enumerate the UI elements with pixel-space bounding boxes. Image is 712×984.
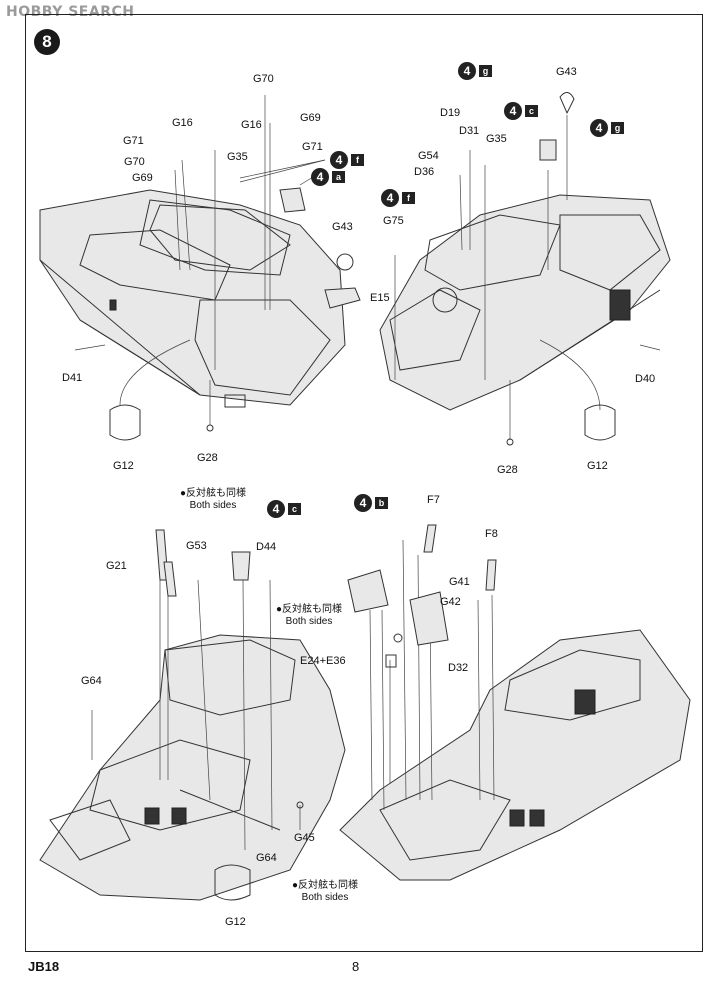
page-border [25,14,703,952]
top-right-superstructure [379,92,671,411]
part-label: G42 [440,596,461,608]
part-label: D41 [62,372,83,384]
part-label: D19 [440,107,461,119]
part-label: D44 [256,541,277,553]
part-label: G71 [302,141,323,153]
part-label: D32 [448,662,469,674]
top-left-superstructure [39,187,361,408]
part-label: D40 [635,373,656,385]
part-label: G71 [123,135,144,147]
part-label: G64 [81,675,102,687]
part-label: E15 [370,292,390,304]
kit-code: JB18 [28,959,60,974]
part-label: G45 [294,832,315,844]
part-label: G12 [587,460,608,472]
part-label: G28 [497,464,518,476]
top-left-screen-g12 [109,404,141,441]
part-label: G41 [449,576,470,588]
part-label: G16 [241,119,262,131]
part-label: F8 [485,528,498,540]
top-left-leaders [74,95,326,432]
part-label: G69 [300,112,321,124]
part-label: D36 [414,166,435,178]
part-label: G35 [486,133,507,145]
bottom-left-leaders [91,529,391,851]
part-label: E24+E36 [300,655,346,667]
top-right-leaders [394,115,661,446]
part-label: G16 [172,117,193,129]
part-label: G21 [106,560,127,572]
part-label: G70 [124,156,145,168]
part-label: G64 [256,852,277,864]
part-label: G28 [197,452,218,464]
top-right-screen-g12 [584,404,616,441]
page-number: 8 [352,959,360,974]
step-number-badge: 8 [34,29,60,55]
bottom-right-superstructure [339,629,691,881]
bottom-right-leaders [347,524,497,811]
part-label: D31 [459,125,480,137]
part-label: G75 [383,215,404,227]
part-label: G43 [556,66,577,78]
part-label: G70 [253,73,274,85]
hobby-search-watermark: HOBBY SEARCH [6,4,135,20]
part-label: G35 [227,151,248,163]
part-label: G12 [113,460,134,472]
part-label: G54 [418,150,439,162]
part-label: G69 [132,172,153,184]
bottom-left-superstructure [39,634,346,901]
part-label: F7 [427,494,440,506]
part-label: G12 [225,916,246,928]
part-label: G53 [186,540,207,552]
part-label: G43 [332,221,353,233]
bottom-left-screen-g12 [214,864,251,901]
